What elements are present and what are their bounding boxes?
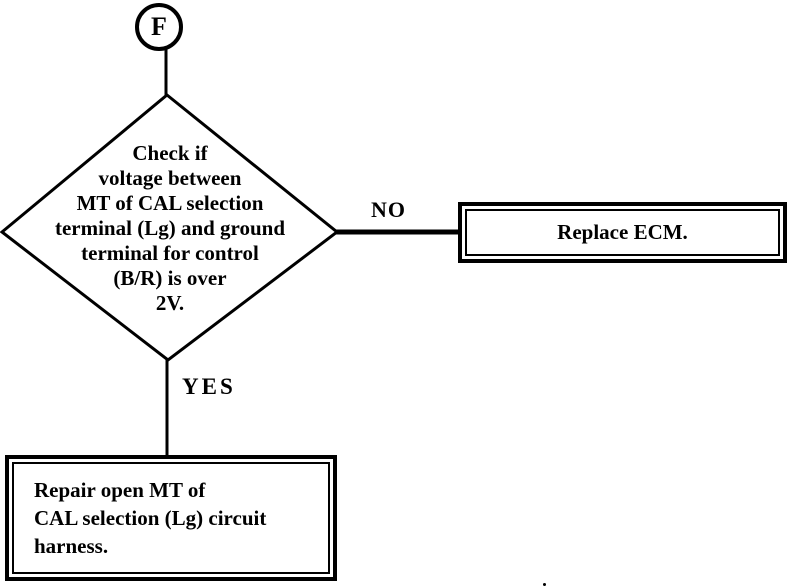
replace-ecm-text: Replace ECM.: [557, 220, 688, 244]
decision-text-line: voltage between: [98, 166, 242, 190]
decision-diamond-text: Check if voltage between MT of CAL selec…: [0, 141, 340, 316]
replace-ecm-box: Replace ECM.: [458, 202, 787, 263]
decision-text-line: MT of CAL selection: [76, 191, 264, 215]
repair-harness-box: Repair open MT of CAL selection (Lg) cir…: [5, 455, 337, 581]
decision-text-line: terminal (Lg) and ground: [54, 216, 286, 240]
decision-text-line: (B/R) is over: [113, 266, 227, 290]
start-connector-label: F: [151, 12, 167, 41]
repair-harness-box-inner: Repair open MT of CAL selection (Lg) cir…: [12, 462, 330, 574]
decision-text-line: Check if: [132, 141, 208, 165]
replace-ecm-box-inner: Replace ECM.: [465, 209, 780, 256]
no-branch-label: NO: [371, 197, 406, 222]
decision-text-line: 2V.: [155, 291, 185, 315]
repair-harness-text-line: Repair open MT of: [34, 478, 206, 502]
yes-branch-label: YES: [182, 374, 236, 399]
scan-speck-dot: [543, 583, 546, 586]
repair-harness-text-line: CAL selection (Lg) circuit: [34, 506, 267, 530]
start-connector-circle: F: [135, 3, 183, 51]
repair-harness-text-line: harness.: [34, 534, 109, 558]
decision-text-line: terminal for control: [81, 241, 259, 265]
